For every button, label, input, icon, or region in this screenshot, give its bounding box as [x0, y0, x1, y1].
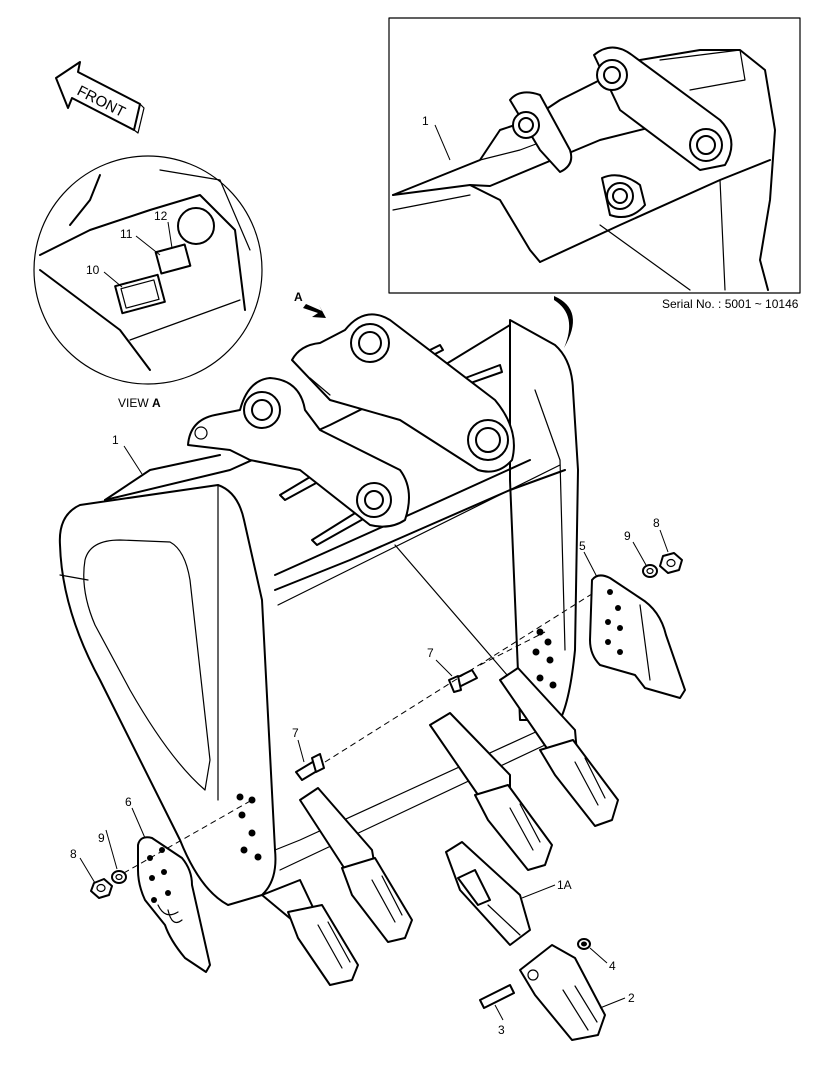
ring-4	[577, 938, 591, 950]
view-arrow-icon	[303, 304, 326, 318]
callout-5: 5	[579, 539, 586, 553]
callout-8-right: 8	[653, 516, 660, 530]
washer-9-left	[111, 870, 127, 884]
bolt-7-lower	[295, 753, 325, 781]
tooth-assembly-3	[429, 712, 553, 871]
callout-6: 6	[125, 795, 132, 809]
rotation-marker-icon	[554, 296, 573, 348]
serial-number: Serial No. : 5001 ~ 10146	[662, 297, 799, 311]
inset-callout-1: 1	[422, 114, 429, 128]
view-label-letter: A	[152, 396, 161, 410]
callout-1A: 1A	[557, 878, 572, 892]
pin-3	[479, 984, 515, 1009]
tooth-assembly-2	[299, 787, 413, 943]
front-arrow-icon: FRONT	[55, 61, 145, 134]
tooth-assembly-1	[261, 879, 359, 986]
tooth-assembly-4	[499, 667, 619, 827]
callout-7-lower: 7	[292, 726, 299, 740]
callout-9-right: 9	[624, 529, 631, 543]
nut-8-right	[659, 552, 683, 574]
bolt-7-upper	[448, 669, 478, 693]
side-cutter-5	[589, 574, 686, 699]
view-a-detail: 10 11 12	[33, 155, 263, 385]
callout-1-main: 1	[112, 433, 119, 447]
bucket-body	[58, 313, 579, 906]
washer-9-right	[642, 564, 658, 578]
view-arrow-letter: A	[294, 290, 303, 304]
inset-detail: 1	[388, 17, 801, 294]
nut-8-left	[90, 878, 113, 899]
callout-12: 12	[154, 209, 168, 223]
view-label: VIEW A	[118, 396, 161, 410]
callout-4: 4	[609, 959, 616, 973]
callout-8-left: 8	[70, 847, 77, 861]
callout-7-upper: 7	[427, 646, 434, 660]
callout-3: 3	[498, 1023, 505, 1037]
tooth-2	[519, 944, 606, 1041]
callout-9-left: 9	[98, 831, 105, 845]
callout-10: 10	[86, 263, 100, 277]
callout-2: 2	[628, 991, 635, 1005]
adapter-1A	[445, 841, 531, 946]
callout-11: 11	[120, 227, 133, 241]
